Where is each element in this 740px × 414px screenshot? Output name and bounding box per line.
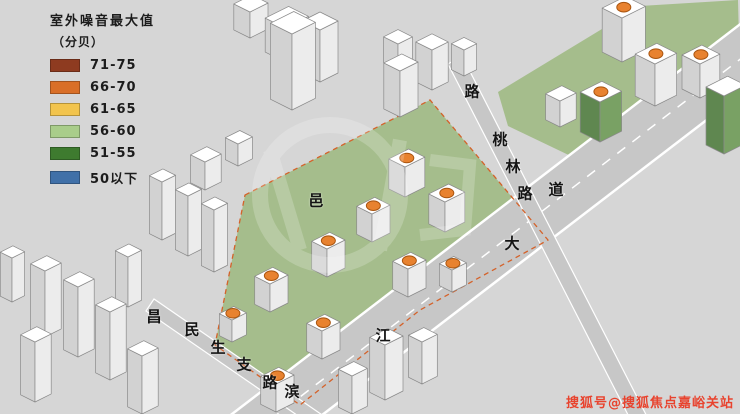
legend-item: 51-55	[50, 146, 155, 161]
building	[225, 130, 253, 167]
noise-marker	[365, 200, 381, 211]
building	[20, 326, 52, 403]
street-label: 滨	[284, 382, 300, 401]
street-label: 路	[262, 373, 278, 392]
noise-marker	[693, 49, 709, 60]
legend-range-label: 71-75	[90, 58, 137, 73]
legend-swatch	[50, 147, 80, 160]
noise-marker	[593, 86, 609, 97]
parcel-central	[215, 100, 548, 405]
legend: 室外噪音最大值 （分贝） 71-75 66-70 61-65 56-60 51-…	[50, 10, 155, 194]
noise-marker	[445, 257, 461, 269]
legend-item: 50以下	[50, 168, 155, 187]
building	[233, 0, 269, 39]
legend-item: 71-75	[50, 58, 155, 73]
road-edge-line	[321, 92, 740, 414]
street-label: 路	[517, 184, 533, 203]
watermark-credit: 搜狐号@搜狐焦点嘉峪关站	[565, 396, 734, 411]
building	[115, 243, 142, 308]
building	[270, 11, 316, 111]
street-label: 大	[504, 234, 520, 253]
noise-marker	[320, 235, 336, 246]
green-facade-building	[705, 75, 740, 155]
street-label: 昌	[146, 307, 162, 326]
building	[383, 53, 419, 118]
legend-swatch	[50, 59, 80, 72]
legend-subtitle: （分贝）	[52, 35, 105, 49]
noise-marker	[648, 48, 664, 59]
noise-marker	[269, 370, 285, 381]
building	[369, 328, 404, 401]
building	[175, 182, 202, 257]
legend-swatch	[50, 103, 80, 116]
street-label: 路	[464, 82, 480, 101]
noise-marker	[399, 152, 415, 164]
legend-swatch	[50, 171, 80, 184]
building	[311, 232, 346, 278]
legend-range-label: 56-60	[90, 124, 137, 139]
legend-item: 61-65	[50, 102, 155, 117]
street-label: 林	[505, 157, 521, 176]
legend-range-label: 50以下	[90, 172, 139, 187]
legend-item: 66-70	[50, 80, 155, 95]
legend-item: 56-60	[50, 124, 155, 139]
building	[63, 271, 95, 358]
noise-marker	[263, 270, 279, 281]
site-boundary-dashed	[214, 99, 550, 406]
street-label: 支	[236, 355, 252, 374]
building	[190, 146, 222, 191]
street-label: 邑	[308, 191, 324, 210]
street-label: 道	[548, 180, 564, 199]
legend-range-label: 66-70	[90, 80, 137, 95]
building	[30, 255, 62, 338]
legend-swatch	[50, 81, 80, 94]
building	[338, 361, 368, 414]
road-edge-line	[230, 22, 740, 414]
street-label: 桃	[492, 130, 508, 149]
legend-swatch	[50, 125, 80, 138]
noise-marker	[401, 255, 417, 266]
building	[95, 296, 127, 381]
building	[127, 340, 159, 414]
legend-range-label: 61-65	[90, 102, 137, 117]
noise-marker	[439, 187, 455, 199]
building	[451, 37, 477, 77]
street-label: 民	[184, 320, 200, 339]
green-facade-building	[579, 80, 622, 143]
building	[254, 267, 289, 313]
noise-marker	[315, 317, 331, 328]
parcel-northeast	[498, 0, 740, 170]
noise-marker	[225, 307, 241, 319]
building	[408, 327, 438, 385]
legend-range-label: 51-55	[90, 146, 137, 161]
building	[0, 245, 25, 303]
noise-marker	[616, 1, 632, 13]
building	[201, 196, 228, 273]
building	[545, 85, 577, 128]
building	[415, 33, 449, 91]
street-label: 江	[375, 326, 391, 345]
legend-title: 室外噪音最大值	[50, 14, 156, 29]
street-label: 生	[210, 338, 226, 357]
building	[149, 168, 176, 241]
